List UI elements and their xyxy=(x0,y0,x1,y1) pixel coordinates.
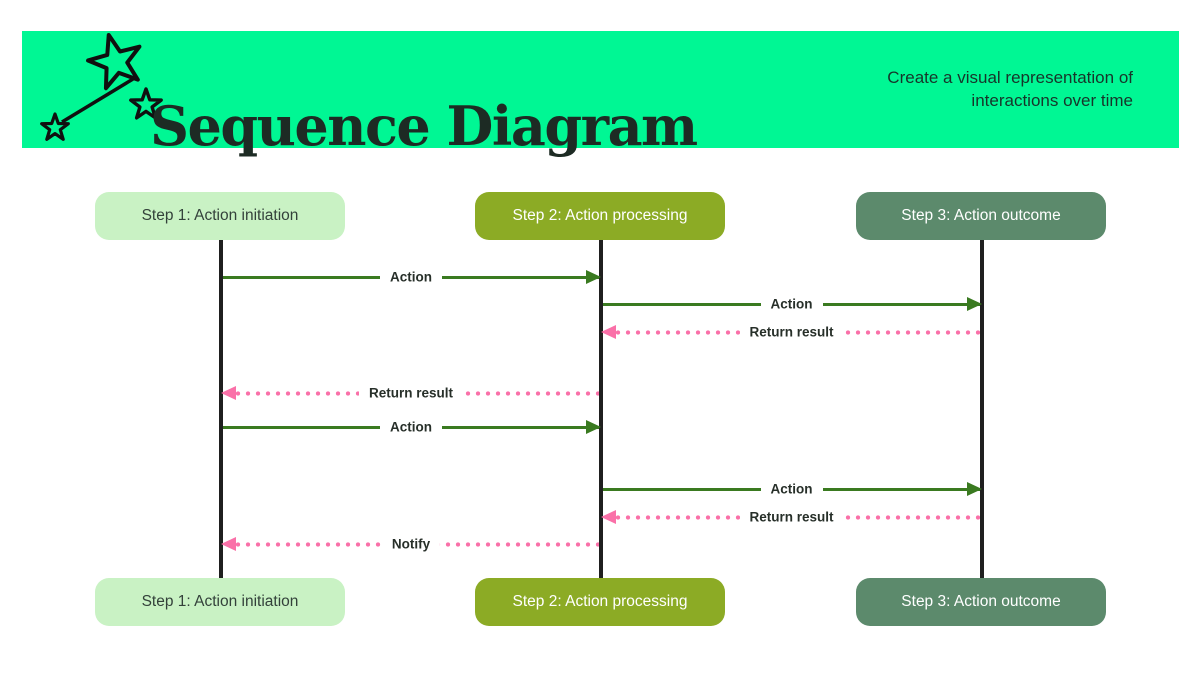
message-label: Return result xyxy=(739,509,844,525)
arrowhead-right-icon xyxy=(586,420,601,434)
message-action-2: Action xyxy=(603,296,982,312)
page-subtitle-line1: Create a visual representation of xyxy=(887,67,1133,87)
message-label: Action xyxy=(380,269,442,285)
arrowhead-left-icon xyxy=(221,386,236,400)
actor-step3-top: Step 3: Action outcome xyxy=(856,192,1106,240)
message-action-3: Action xyxy=(223,419,601,435)
message-action-1: Action xyxy=(223,269,601,285)
arrowhead-right-icon xyxy=(967,482,982,496)
actor-step1-top: Step 1: Action initiation xyxy=(95,192,345,240)
actor-step2-top: Step 2: Action processing xyxy=(475,192,725,240)
actor-step2-bottom: Step 2: Action processing xyxy=(475,578,725,626)
arrowhead-right-icon xyxy=(967,297,982,311)
lifeline-step2 xyxy=(599,238,603,579)
header-banner: Sequence Diagram Create a visual represe… xyxy=(22,31,1179,158)
arrowhead-left-icon xyxy=(601,325,616,339)
actor-step3-bottom: Step 3: Action outcome xyxy=(856,578,1106,626)
message-return-result-3: Return result xyxy=(601,509,980,525)
arrowhead-right-icon xyxy=(586,270,601,284)
actor-step1-bottom: Step 1: Action initiation xyxy=(95,578,345,626)
message-label: Notify xyxy=(381,536,441,552)
page-title: Sequence Diagram xyxy=(150,93,698,158)
page-subtitle-line2: interactions over time xyxy=(971,91,1133,111)
message-label: Action xyxy=(760,296,823,312)
message-notify: Notify xyxy=(221,536,599,552)
message-return-result-2: Return result xyxy=(221,385,599,401)
message-label: Action xyxy=(760,481,823,497)
arrowhead-left-icon xyxy=(601,510,616,524)
message-return-result-1: Return result xyxy=(601,324,980,340)
page-subtitle: Create a visual representation of intera… xyxy=(887,66,1133,114)
wand-stars-icon xyxy=(40,32,163,141)
arrowhead-left-icon xyxy=(221,537,236,551)
message-label: Action xyxy=(380,419,442,435)
lifeline-step3 xyxy=(980,238,984,579)
lifeline-step1 xyxy=(219,238,223,579)
message-action-4: Action xyxy=(603,481,982,497)
message-label: Return result xyxy=(739,324,844,340)
message-label: Return result xyxy=(358,385,464,401)
